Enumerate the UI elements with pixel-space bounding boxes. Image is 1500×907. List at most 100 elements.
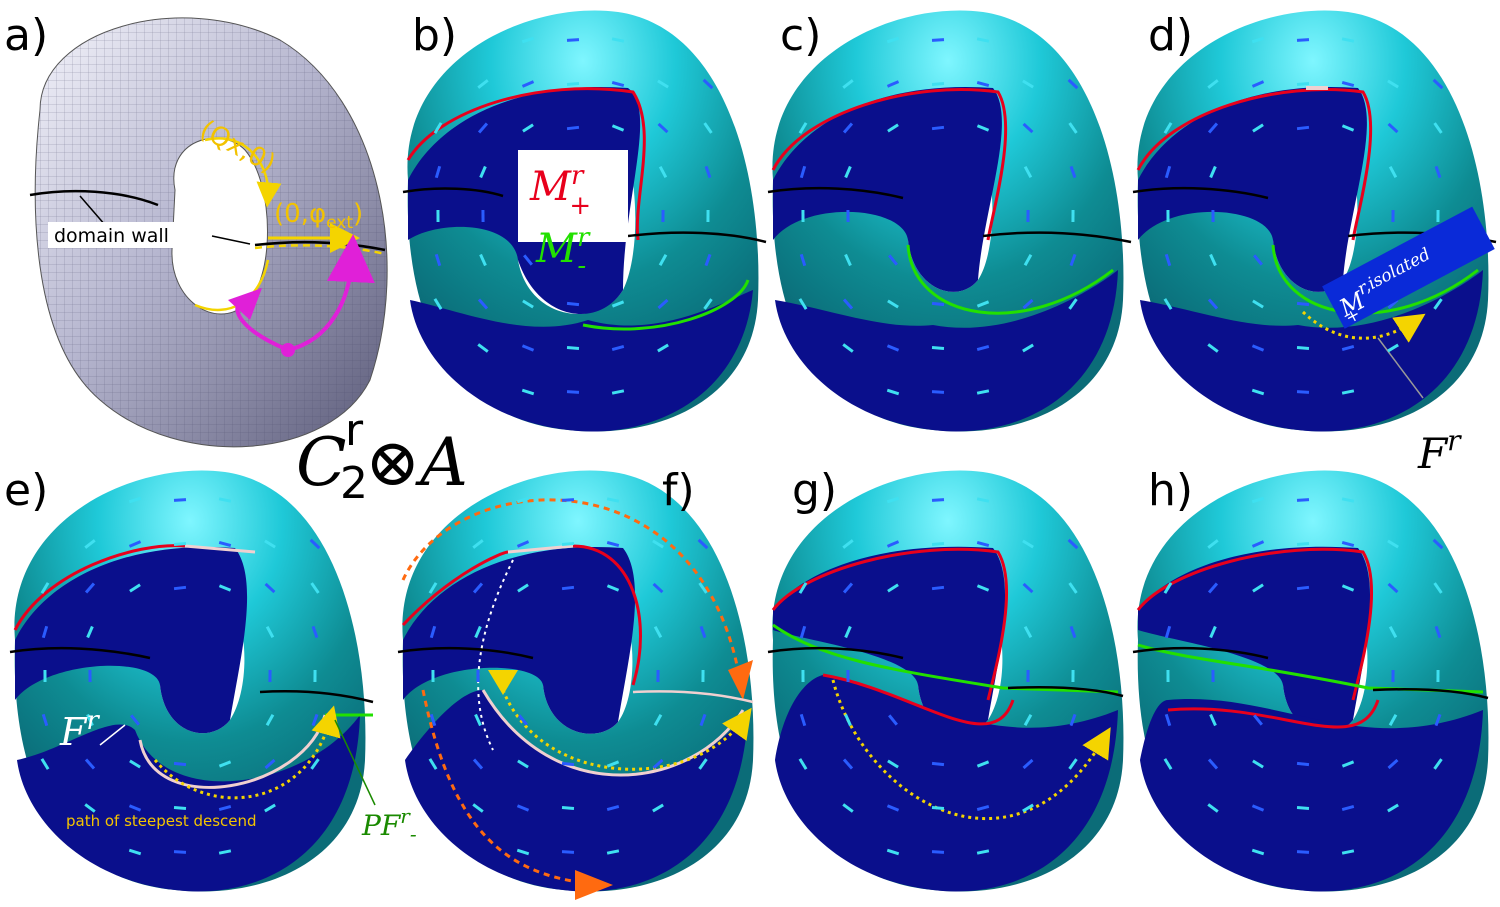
- field-arrow: [1341, 541, 1355, 547]
- field-arrow: [657, 79, 669, 89]
- field-arrow: [1252, 123, 1264, 133]
- field-arrow: [611, 300, 625, 308]
- field-arrow: [931, 125, 945, 131]
- field-arrow: [516, 496, 530, 504]
- field-arrow: [1253, 254, 1263, 266]
- field-arrow: [931, 850, 945, 854]
- field-arrow: [433, 298, 443, 310]
- field-arrow: [1387, 343, 1399, 353]
- field-arrow: [472, 803, 484, 813]
- field-arrow: [976, 81, 990, 87]
- field-arrow: [886, 496, 900, 504]
- field-arrow: [1387, 803, 1399, 813]
- field-arrow: [566, 346, 580, 350]
- field-arrow: [1388, 714, 1398, 726]
- torus-c: [767, 10, 1132, 432]
- field-arrow: [128, 848, 142, 856]
- field-arrow: [652, 539, 664, 549]
- field-arrow: [653, 626, 663, 638]
- magenta-start-dot: [281, 343, 295, 357]
- field-arrow: [1251, 540, 1265, 548]
- field-arrow: [799, 253, 807, 267]
- field-arrow: [1296, 346, 1310, 350]
- field-arrow: [931, 390, 945, 394]
- field-arrow: [1432, 78, 1444, 90]
- field-arrow: [1434, 165, 1442, 179]
- panel-label-h: h): [1148, 465, 1193, 516]
- field-arrow: [561, 498, 575, 502]
- field-arrow: [1209, 253, 1217, 267]
- field-arrow: [1341, 584, 1355, 592]
- field-arrow: [1163, 758, 1173, 770]
- field-arrow: [976, 37, 990, 43]
- field-arrow: [931, 585, 945, 591]
- field-arrow: [521, 36, 535, 44]
- field-arrow: [218, 805, 232, 811]
- torus-h: [1132, 470, 1489, 892]
- field-arrow: [611, 124, 625, 132]
- field-arrow: [429, 625, 437, 639]
- field-arrow: [1252, 583, 1264, 593]
- torus-g: [767, 470, 1124, 892]
- field-arrow: [1209, 713, 1217, 727]
- field-arrow: [1022, 298, 1034, 310]
- field-arrow: [887, 299, 899, 309]
- field-arrow: [606, 497, 620, 503]
- field-arrow: [566, 38, 580, 42]
- field-arrow: [842, 758, 854, 770]
- field-arrow: [842, 343, 854, 353]
- field-arrow: [1296, 390, 1310, 394]
- field-arrow: [173, 585, 187, 591]
- field-arrow: [1341, 497, 1355, 503]
- field-arrow: [1251, 36, 1265, 44]
- field-arrow: [311, 625, 319, 639]
- field-arrow: [1296, 850, 1310, 854]
- field-arrow: [1207, 122, 1219, 134]
- label-m-plus: Mr+: [518, 150, 628, 242]
- field-arrow: [561, 761, 575, 767]
- field-arrow: [517, 759, 529, 769]
- field-arrow: [1163, 582, 1173, 594]
- panel-label-d: d): [1148, 10, 1193, 61]
- field-arrow: [1296, 38, 1310, 42]
- field-arrow: [798, 582, 808, 594]
- svg-text:2: 2: [340, 458, 368, 509]
- field-arrow: [1023, 166, 1033, 178]
- field-arrow: [652, 758, 664, 770]
- field-arrow: [606, 760, 620, 768]
- field-arrow: [561, 850, 575, 854]
- field-arrow: [976, 389, 990, 395]
- field-arrow: [1207, 298, 1219, 310]
- field-arrow: [1387, 758, 1399, 770]
- field-arrow: [842, 582, 854, 594]
- field-arrow: [976, 760, 990, 768]
- field-arrow: [516, 540, 530, 548]
- field-arrow: [86, 713, 94, 727]
- field-arrow: [886, 36, 900, 44]
- field-arrow: [931, 498, 945, 502]
- field-arrow: [522, 299, 534, 309]
- field-arrow: [844, 625, 852, 639]
- torus-e: [9, 470, 376, 892]
- field-arrow: [704, 253, 712, 267]
- field-arrow: [887, 759, 899, 769]
- field-arrow: [976, 584, 990, 592]
- field-arrow: [976, 300, 990, 308]
- field-arrow: [264, 582, 276, 594]
- field-arrow: [653, 714, 663, 726]
- field-arrow: [433, 122, 443, 134]
- field-arrow: [428, 758, 438, 770]
- field-arrow: [1023, 254, 1033, 266]
- domain-wall-line-left: [29, 189, 159, 207]
- field-arrow: [1296, 806, 1310, 810]
- field-arrow: [1068, 758, 1078, 770]
- field-arrow: [173, 850, 187, 854]
- field-arrow: [1433, 122, 1443, 134]
- svg-text:Mr+: Mr+: [529, 161, 591, 221]
- field-arrow: [799, 713, 807, 727]
- field-arrow: [886, 804, 900, 812]
- field-arrow: [521, 80, 535, 88]
- field-arrow: [1432, 538, 1444, 550]
- panel-label-c: c): [780, 10, 821, 61]
- field-arrow: [799, 165, 807, 179]
